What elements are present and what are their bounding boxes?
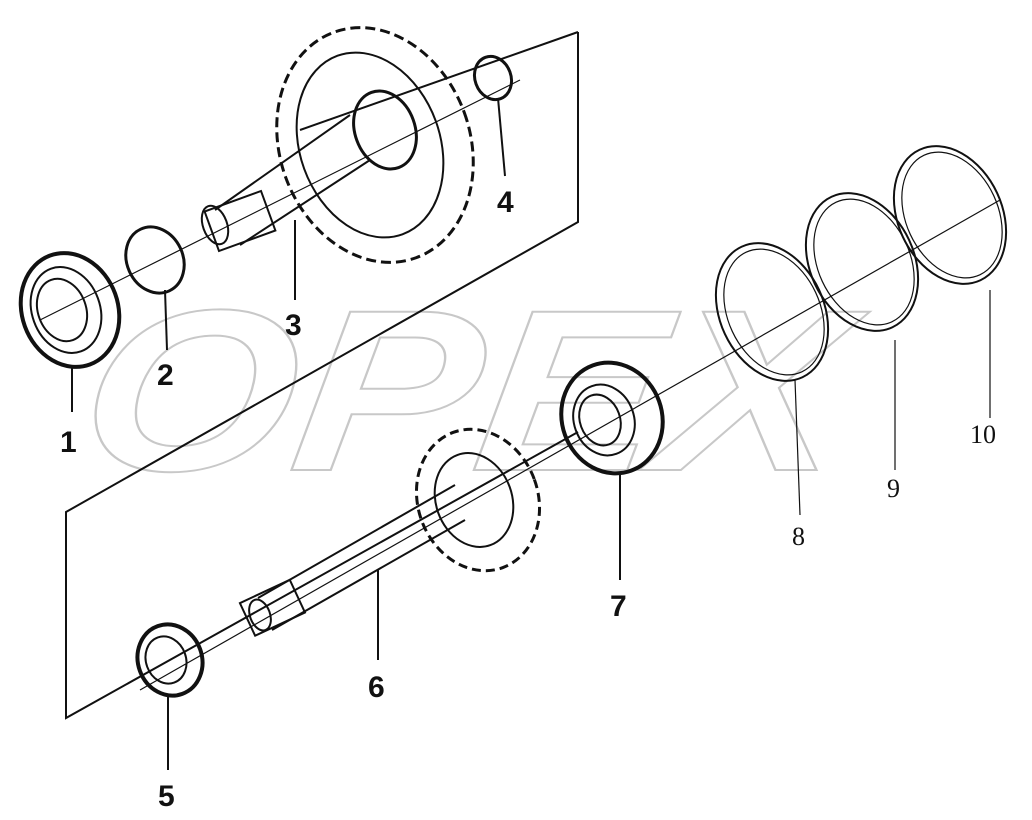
callout-2: 2 bbox=[157, 359, 174, 392]
part-2-snap-ring bbox=[124, 225, 186, 295]
part-3-large-gear-shaft bbox=[200, 26, 475, 264]
part-5-oil-seal bbox=[135, 622, 205, 698]
watermark: OPEX bbox=[67, 262, 877, 519]
leader-lines bbox=[71, 97, 991, 770]
part-4-snap-ring bbox=[472, 54, 514, 102]
callout-5: 5 bbox=[158, 780, 175, 813]
group-frame-top bbox=[299, 31, 579, 131]
callout-3: 3 bbox=[285, 309, 302, 342]
part-6-small-gear-shaft bbox=[238, 427, 542, 638]
part-8-shim bbox=[714, 242, 830, 382]
group-frame bbox=[65, 32, 579, 720]
callout-7: 7 bbox=[610, 590, 627, 623]
part-10-shim bbox=[892, 145, 1008, 285]
upper-axis bbox=[39, 79, 521, 321]
callout-9: 9 bbox=[887, 474, 900, 503]
callout-1: 1 bbox=[60, 426, 77, 459]
callout-6: 6 bbox=[368, 671, 385, 704]
callout-4: 4 bbox=[497, 186, 514, 219]
part-7-bearing bbox=[559, 360, 665, 476]
part-1-oil-seal bbox=[18, 251, 122, 369]
callout-8: 8 bbox=[792, 522, 805, 551]
callout-10: 10 bbox=[970, 420, 996, 449]
